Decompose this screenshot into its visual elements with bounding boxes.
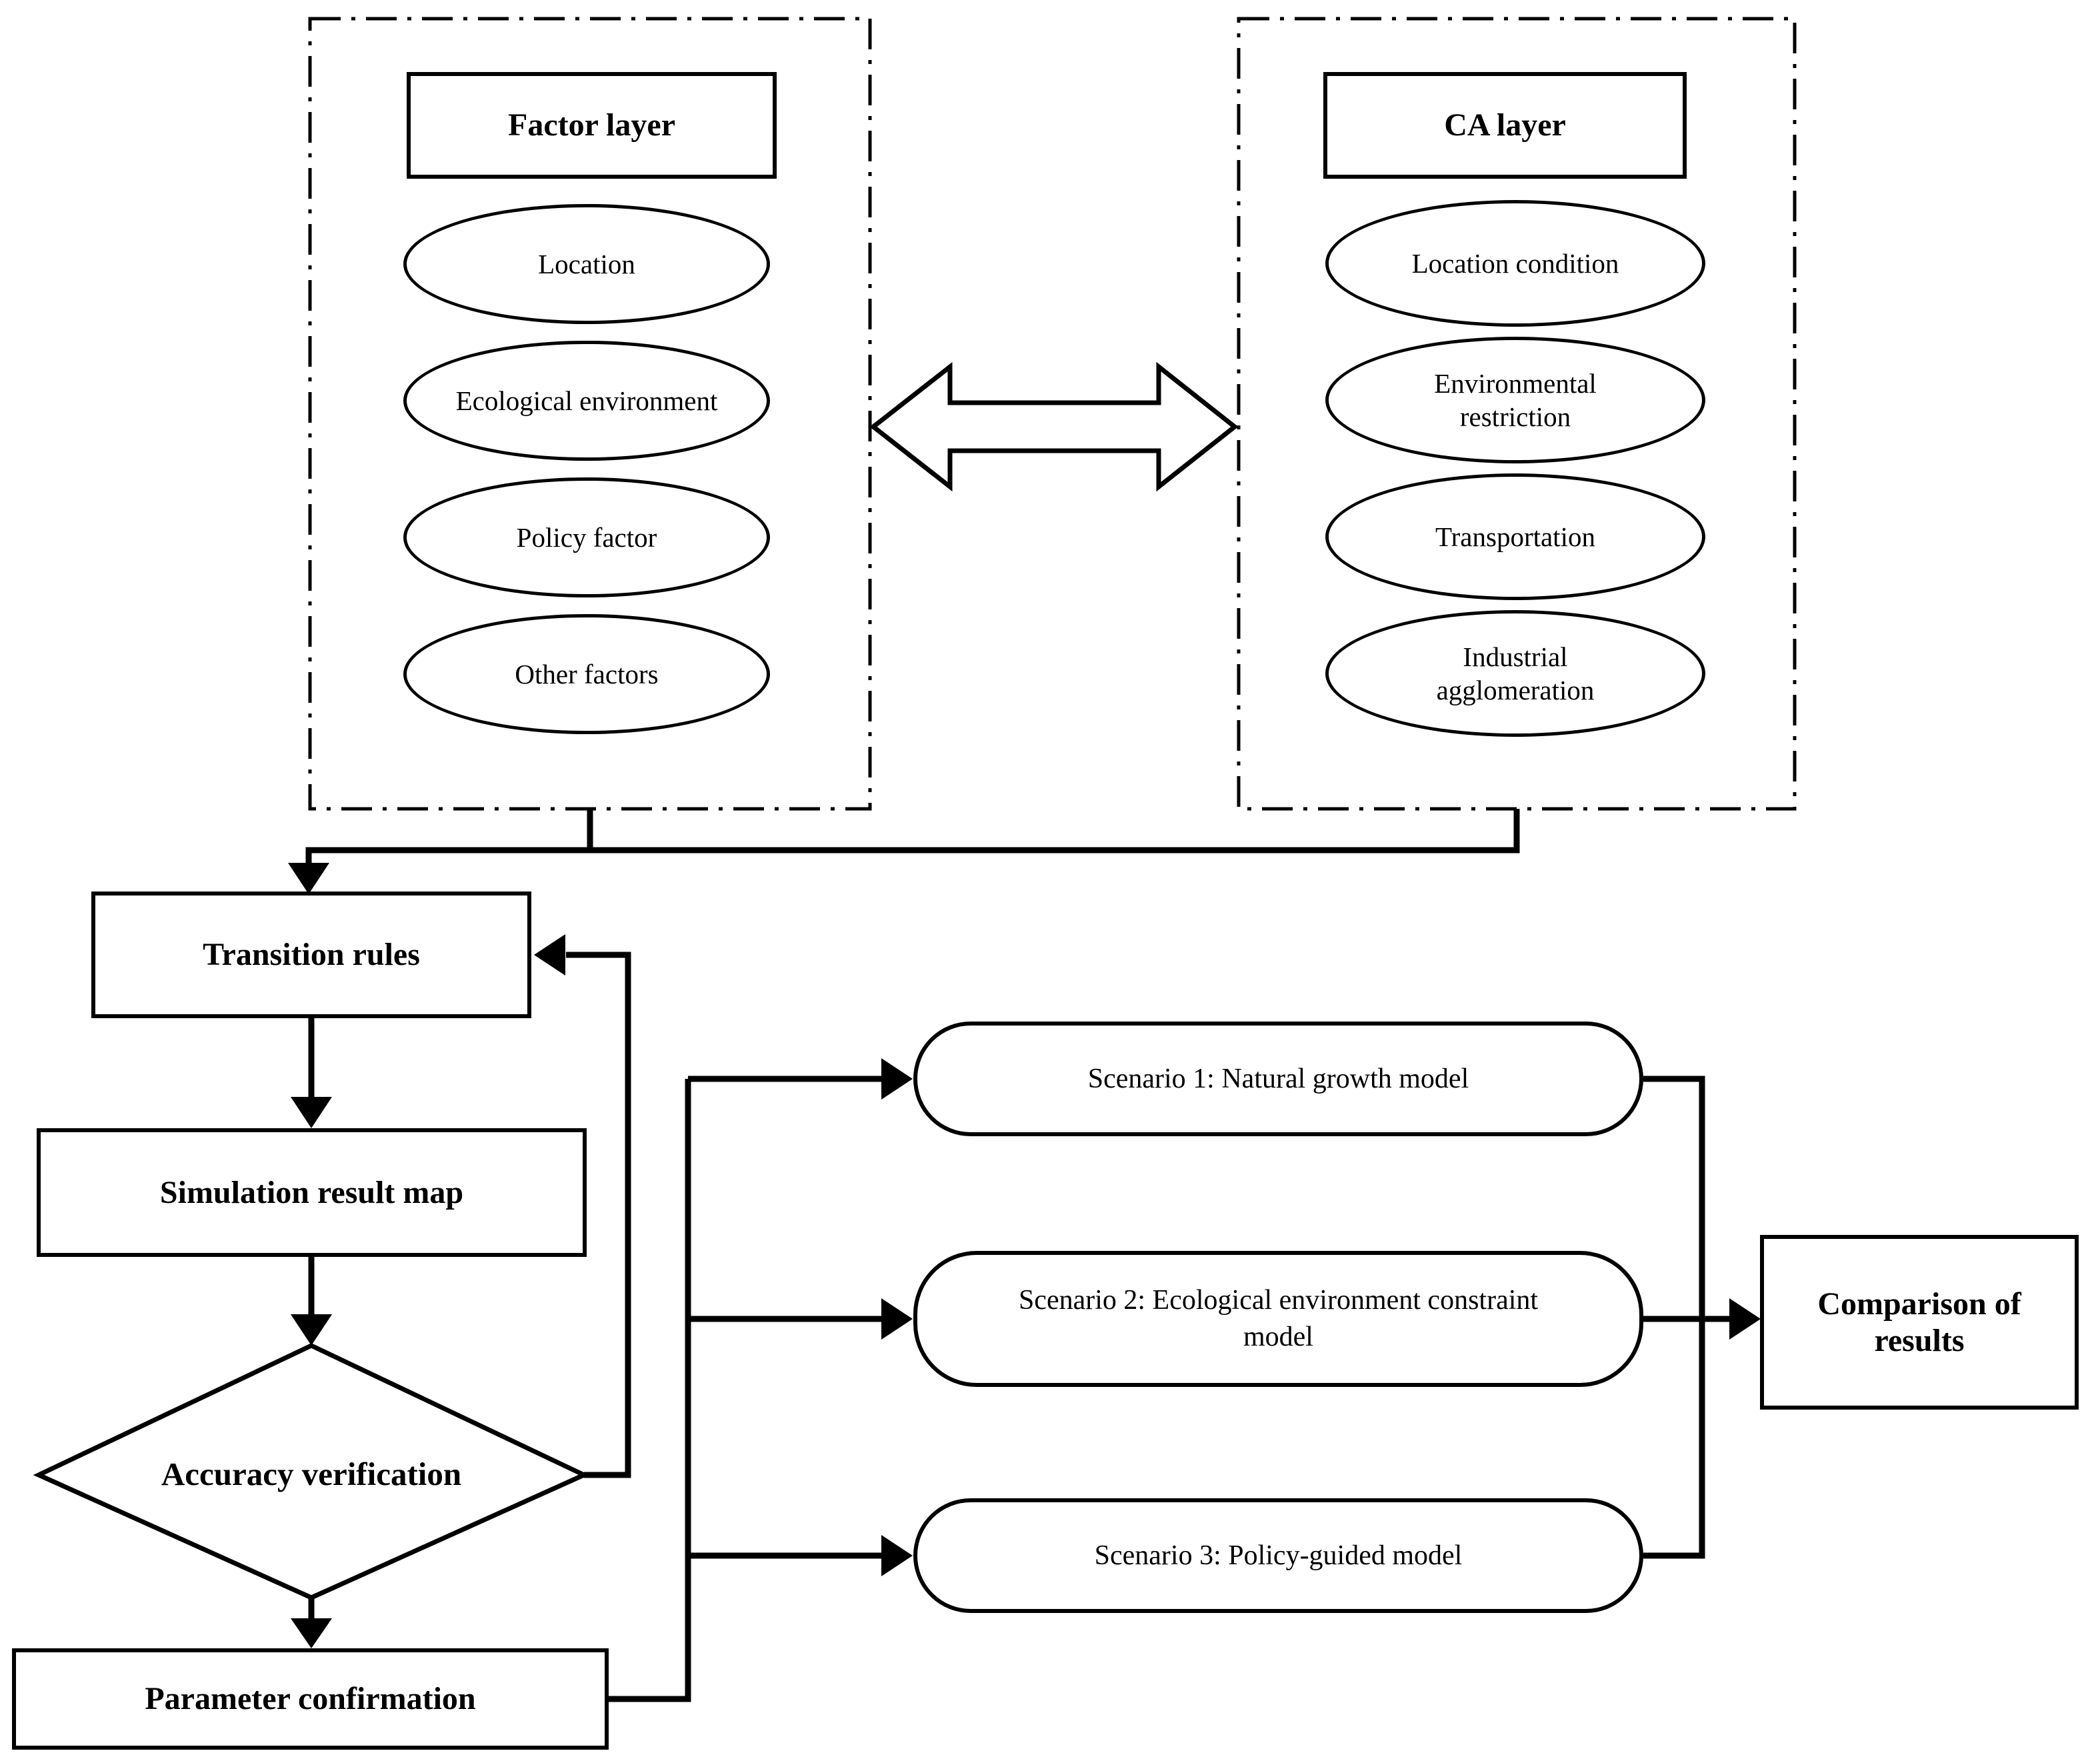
arrowhead-feedback-into-transition-rules <box>534 934 565 976</box>
ellipse-location-condition: Location condition <box>1325 200 1705 327</box>
scenario-2-label: Scenario 2: Ecological environment const… <box>1018 1285 1539 1352</box>
arrowhead-into-parameter <box>291 1618 332 1648</box>
connector-feedback-loop <box>566 952 631 1478</box>
arrowhead-into-scenario-3 <box>881 1535 913 1576</box>
arrowhead-into-scenario-1 <box>881 1058 913 1100</box>
stadium-scenario-3: Scenario 3: Policy-guided model <box>913 1498 1643 1613</box>
connector-layers-to-transition-rules <box>305 809 1520 864</box>
scenario-3-label: Scenario 3: Policy-guided model <box>1094 1540 1463 1571</box>
ellipse-location: Location <box>403 204 770 324</box>
ca-layer-title-box: CA layer <box>1323 72 1687 179</box>
factor-layer-title-box: Factor layer <box>407 72 777 179</box>
double-arrow <box>869 361 1239 492</box>
arrowhead-into-simulation-map <box>291 1097 332 1128</box>
scenario-1-label: Scenario 1: Natural growth model <box>1087 1063 1469 1094</box>
connector-parameter-to-scenarios <box>609 1079 691 1702</box>
arrowhead-into-comparison <box>1729 1298 1761 1340</box>
ellipse-ecological-environment: Ecological environment <box>403 341 770 461</box>
box-comparison-of-results: Comparison of results <box>1760 1235 2079 1410</box>
arrowhead-into-transition-rules <box>288 863 329 894</box>
ellipse-environmental-restriction: Environmental restriction <box>1325 337 1705 463</box>
box-transition-rules: Transition rules <box>91 892 531 1018</box>
ellipse-industrial-agglomeration: Industrial agglomeration <box>1325 610 1705 737</box>
box-simulation-result-map: Simulation result map <box>37 1128 587 1257</box>
stadium-scenario-1: Scenario 1: Natural growth model <box>913 1022 1643 1136</box>
ellipse-transportation: Transportation <box>1325 473 1705 600</box>
ellipse-other-factors: Other factors <box>403 614 770 734</box>
box-parameter-confirmation: Parameter confirmation <box>12 1648 609 1750</box>
arrowhead-into-accuracy <box>291 1314 332 1346</box>
diamond-accuracy-verification-label: Accuracy verification <box>161 1455 462 1492</box>
ellipse-policy-factor: Policy factor <box>403 477 770 597</box>
arrowhead-into-scenario-2 <box>881 1298 913 1340</box>
stadium-scenario-2: Scenario 2: Ecological environment const… <box>913 1251 1643 1387</box>
